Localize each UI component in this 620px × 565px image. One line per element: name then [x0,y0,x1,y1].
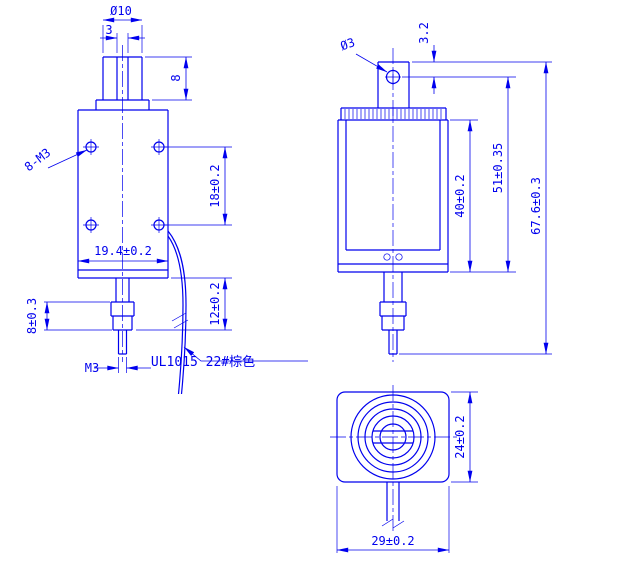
hole-leader-line [355,53,388,73]
dim-hole-offset-label: 3.2 [417,22,431,44]
top-plate-outline [340,107,447,120]
side-shaft-outline [379,272,407,355]
bottom-view: 24±0.2 29±0.2 [330,385,478,553]
dim-mid-height-label: 51±0.35 [491,143,505,194]
dim-cap-height-label: 8 [169,74,183,81]
dim-slot-width-label: 3 [105,23,112,37]
hole-callout-label: Ø3 [338,35,356,53]
terminal-pin [383,253,391,261]
side-body-outline [337,119,449,273]
dim-nut-section-label: 8±0.3 [25,298,39,334]
coil-circle [357,401,429,473]
flange-outline [95,99,150,110]
wire-callout-label: UL1015 22#棕色 [151,354,255,370]
coil-circle [364,408,422,466]
dim-total-height-label: 67.6±0.3 [529,177,543,235]
wire-break-marks [171,312,189,329]
dim-width-label: 29±0.2 [371,534,414,548]
dim-plunger-extension-label: 12±0.2 [208,282,222,325]
lead-wire [167,235,184,395]
plunger-circle [371,415,415,459]
plunger-slot-lines [373,430,413,444]
lead-wire [167,230,187,395]
bottom-extension-lines [336,391,478,553]
cross-hole-center-marks [385,69,401,85]
hole-center-marks [83,139,167,233]
plunger-top-outline [377,61,410,108]
top-plate-hatch [344,109,442,119]
side-extension-lines [399,61,552,355]
dim-body-width-label: 19.4±0.2 [94,244,152,258]
plunger-cap-outline [102,56,143,100]
plunger-shaft-outline [110,278,135,355]
shaft-break-marks [381,518,405,529]
dim-depth-label: 24±0.2 [453,415,467,458]
frame-outline [336,391,450,483]
plunger-circle-inner [379,423,407,451]
bottom-shaft-lines [386,482,400,521]
dim-plunger-diameter-label: Ø10 [110,4,132,18]
body-outline [77,109,169,279]
coil-circle-outer [350,394,436,480]
thread-callout-label: M3 [85,361,99,375]
wire-leader-line [183,346,308,362]
terminal-pin [395,253,403,261]
extension-lines [44,25,232,373]
holes-leader-line [47,149,88,169]
holes-callout-label: 8-M3 [22,146,54,175]
dim-body-height-label: 40±0.2 [453,174,467,217]
side-view: Ø3 3.2 40±0.2 51±0.35 67.6±0.3 [337,22,552,362]
dim-hole-spacing-label: 18±0.2 [208,164,222,207]
front-view: Ø10 3 8 8-M3 18±0.2 19.4±0.2 12±0.2 8±0.… [22,4,308,395]
